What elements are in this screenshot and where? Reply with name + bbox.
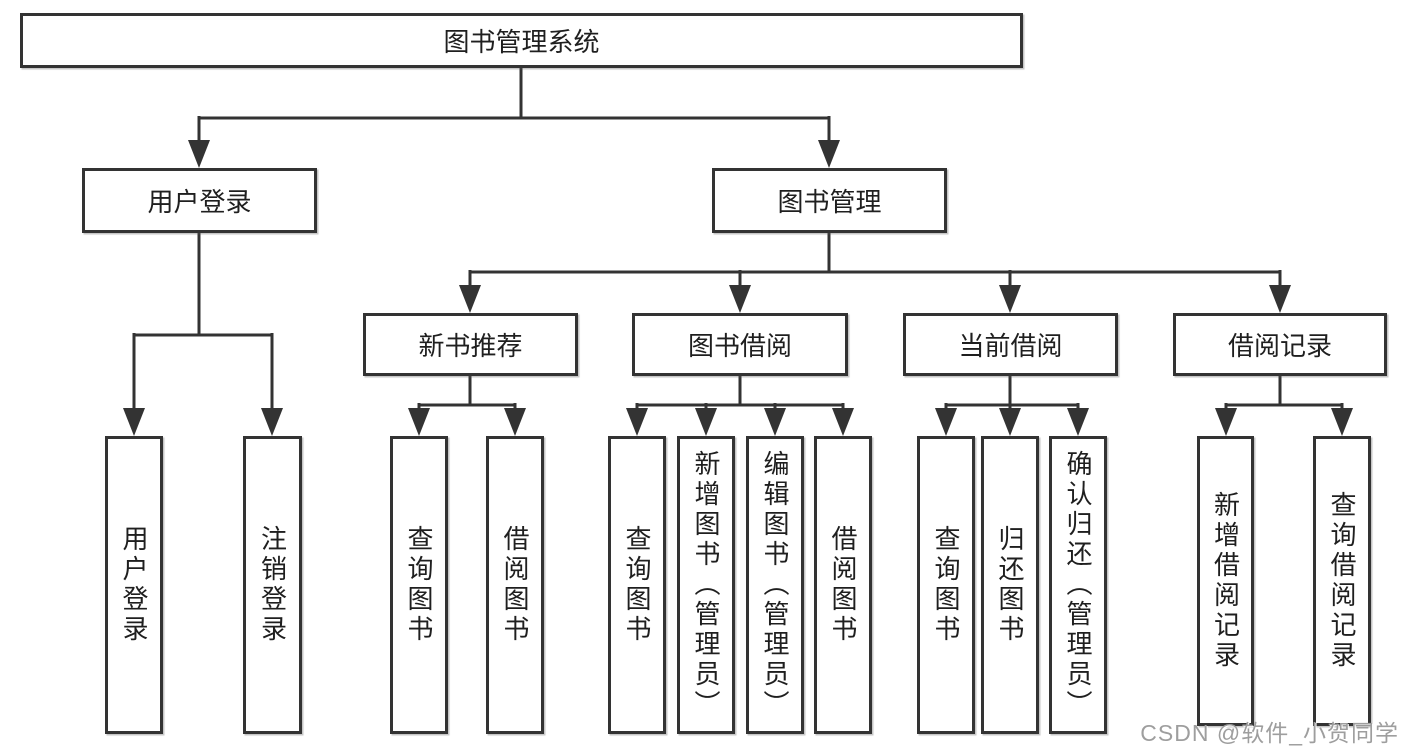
connector-book-borrow-branch — [626, 376, 854, 436]
node-book-borrowing: 图书借阅 — [632, 313, 848, 376]
leaf-edit-book-admin: 编辑图书（管理员） — [746, 436, 804, 734]
leaf-confirm-return-admin: 确认归还（管理员） — [1049, 436, 1107, 734]
node-borrow-records: 借阅记录 — [1173, 313, 1387, 376]
connector-borrow-records-branch — [1215, 376, 1353, 436]
node-library-system: 图书管理系统 — [20, 13, 1023, 68]
csdn-watermark: CSDN @软件_小贺同学 — [1140, 720, 1399, 746]
leaf-query-books-recommend: 查询图书 — [390, 436, 448, 734]
leaf-return-book: 归还图书 — [981, 436, 1039, 734]
leaf-borrow-books: 借阅图书 — [814, 436, 872, 734]
connector-book-management-branch — [459, 233, 1291, 313]
leaf-user-login: 用户登录 — [105, 436, 163, 734]
node-user-login: 用户登录 — [82, 168, 317, 233]
node-book-management: 图书管理 — [712, 168, 947, 233]
leaf-logout-login: 注销登录 — [243, 436, 302, 734]
leaf-query-books-current: 查询图书 — [917, 436, 975, 734]
leaf-query-books-borrowing: 查询图书 — [608, 436, 666, 734]
connector-user-login-branch — [123, 233, 283, 436]
leaf-query-borrow-record: 查询借阅记录 — [1313, 436, 1371, 726]
connector-current-borrow-branch — [935, 376, 1089, 436]
leaf-borrow-books-recommend: 借阅图书 — [486, 436, 544, 734]
node-new-book-recommend: 新书推荐 — [363, 313, 578, 376]
connector-root-branch — [188, 68, 840, 168]
connector-new-book-branch — [408, 376, 526, 436]
leaf-add-borrow-record: 新增借阅记录 — [1197, 436, 1254, 726]
leaf-add-book-admin: 新增图书（管理员） — [677, 436, 735, 734]
node-current-borrowing: 当前借阅 — [903, 313, 1118, 376]
